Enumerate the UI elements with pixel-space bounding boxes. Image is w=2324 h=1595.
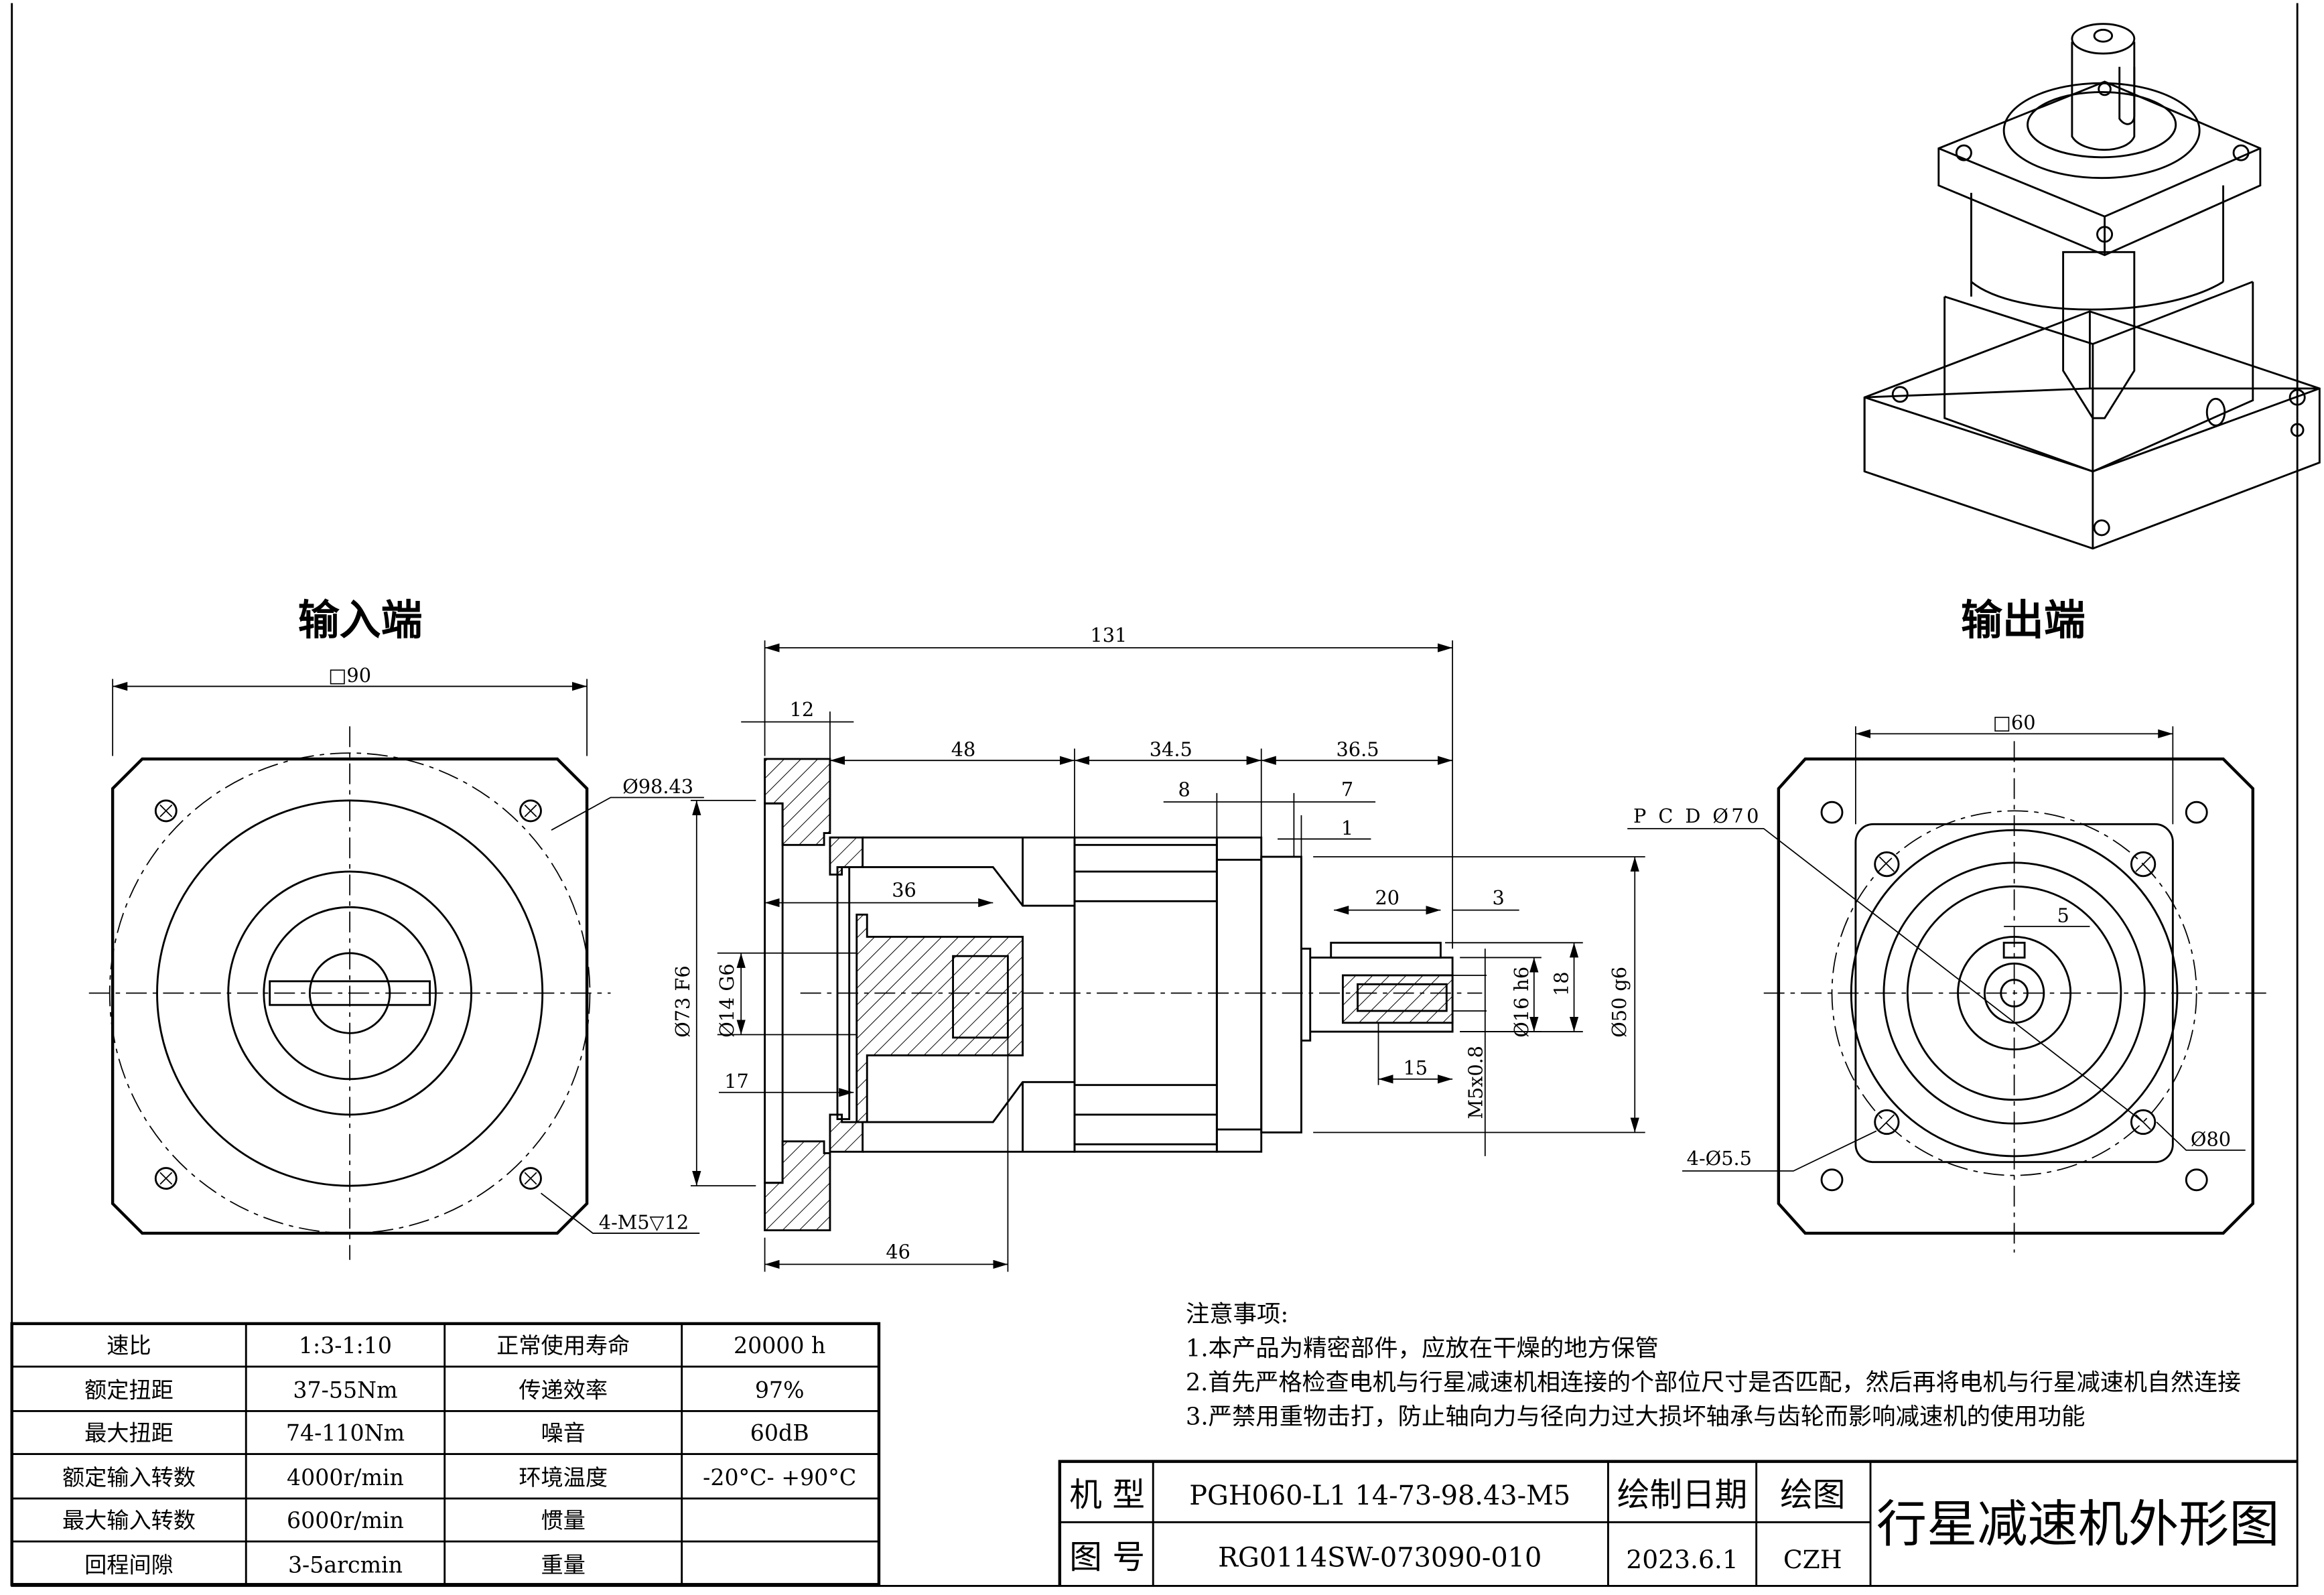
spec-label: 正常使用寿命 (496, 1332, 630, 1359)
drawing-title: 行星减速机外形图 (1876, 1495, 2280, 1553)
dim-key-width: 5 (2057, 904, 2069, 926)
dim-8: 8 (1178, 778, 1190, 801)
spec-label: 噪音 (541, 1420, 586, 1446)
date-value: 2023.6.1 (1626, 1545, 1738, 1574)
spec-value: 20000 h (734, 1332, 825, 1359)
drawer-label: 绘图 (1780, 1476, 1845, 1514)
dim-tapped-holes: 4-M5▽12 (599, 1210, 689, 1233)
spec-label: 回程间隙 (84, 1552, 174, 1578)
dim-flange-thickness: 12 (790, 698, 815, 721)
dim-17: 17 (724, 1070, 749, 1093)
dim-thread: M5x0.8 (1464, 1046, 1487, 1119)
notes-title: 注意事项: (1186, 1301, 1288, 1328)
dim-pcd: P C D Ø70 (1633, 805, 1762, 827)
dim-output-holes: 4-Ø5.5 (1687, 1147, 1752, 1170)
dim-48: 48 (951, 738, 976, 761)
output-bolt-holes (1820, 801, 2208, 1192)
spec-label: 惯量 (541, 1507, 586, 1533)
input-flange-square (111, 757, 589, 1235)
dim-36: 36 (892, 879, 916, 902)
spec-value: 6000r/min (287, 1507, 404, 1533)
input-bolt-holes (154, 799, 542, 1190)
spec-value: 74-110Nm (286, 1420, 405, 1446)
dim-15: 15 (1404, 1056, 1428, 1079)
spec-label: 速比 (107, 1332, 151, 1359)
dim-spigot-diameter: Ø50 g6 (1608, 967, 1631, 1038)
drawer-value: CZH (1783, 1545, 1842, 1574)
note-item: 3.严禁用重物击打，防止轴向力与径向力过大损坏轴承与齿轮而影响减速机的使用功能 (1186, 1403, 2086, 1430)
model-value: PGH060-L1 14-73-98.43-M5 (1189, 1480, 1570, 1511)
dim-overall-length: 131 (1090, 624, 1127, 646)
spec-label: 最大输入转数 (62, 1507, 196, 1533)
output-end-view: 输出端 □60 P C D Ø70 5 4-Ø5.5 Ø80 (1627, 596, 2268, 1253)
spec-label: 环境温度 (519, 1464, 608, 1490)
dim-bolt-circle: Ø98.43 (622, 775, 693, 798)
spec-label: 额定扭距 (84, 1377, 174, 1403)
spec-value: 3-5arcmin (288, 1552, 403, 1578)
spec-label: 重量 (541, 1552, 586, 1578)
dim-input-square: □90 (328, 664, 371, 687)
dim-46: 46 (886, 1241, 910, 1263)
dim-shaft-diameter: Ø16 h6 (1510, 967, 1533, 1038)
spec-value: -20°C- +90°C (703, 1464, 856, 1490)
isometric-view (1863, 23, 2321, 550)
dim-key-height: 18 (1550, 971, 1573, 996)
dim-36-5: 36.5 (1337, 738, 1379, 761)
side-section-view: 131 12 48 34.5 36.5 8 7 1 36 20 3 Ø73 F6 (671, 624, 1645, 1272)
title-block: 机 型 PGH060-L1 14-73-98.43-M5 图 号 RG0114S… (1058, 1460, 2298, 1586)
spec-value: 1:3-1:10 (299, 1332, 392, 1359)
notes: 注意事项: 1.本产品为精密部件，应放在干燥的地方保管 2.首先严格检查电机与行… (1186, 1301, 2241, 1431)
spec-label: 最大扭距 (84, 1420, 174, 1446)
drawing-no-label: 图 号 (1069, 1539, 1145, 1576)
dim-7: 7 (1341, 778, 1353, 801)
spec-value: 97% (755, 1377, 805, 1403)
dim-20: 20 (1375, 886, 1399, 909)
note-item: 2.首先严格检查电机与行星减速机相连接的个部位尺寸是否匹配，然后再将电机与行星减… (1186, 1369, 2241, 1396)
dim-1: 1 (1341, 817, 1353, 839)
spec-value: 37-55Nm (293, 1377, 397, 1403)
dim-input-bore: Ø14 G6 (715, 963, 738, 1038)
dim-output-outer: Ø80 (2191, 1127, 2231, 1150)
input-end-title: 输入端 (298, 596, 423, 644)
model-label: 机 型 (1069, 1476, 1145, 1514)
side-dimensions: 131 12 48 34.5 36.5 8 7 1 36 20 3 Ø73 F6 (671, 624, 1645, 1272)
output-end-title: 输出端 (1961, 596, 2086, 644)
spec-label: 传递效率 (519, 1377, 608, 1403)
dim-3: 3 (1493, 886, 1505, 909)
dim-34-5: 34.5 (1150, 738, 1192, 761)
spec-table: 速比 1:3-1:10 正常使用寿命 20000 h 额定扭距 37-55Nm … (10, 1322, 881, 1586)
dim-output-square: □60 (1993, 711, 2036, 734)
output-flange-square (1777, 757, 2255, 1235)
spec-label: 额定输入转数 (62, 1464, 196, 1490)
spec-value: 60dB (750, 1420, 809, 1446)
input-end-view: 输入端 □90 Ø98.43 4-M5▽12 (88, 596, 704, 1260)
drawing-no-value: RG0114SW-073090-010 (1218, 1543, 1542, 1574)
date-label: 绘制日期 (1617, 1476, 1748, 1514)
dim-pilot-diameter: Ø73 F6 (671, 965, 694, 1038)
note-item: 1.本产品为精密部件，应放在干燥的地方保管 (1186, 1335, 1659, 1363)
drawing-frame (11, 3, 2299, 1587)
spec-value: 4000r/min (287, 1464, 404, 1490)
